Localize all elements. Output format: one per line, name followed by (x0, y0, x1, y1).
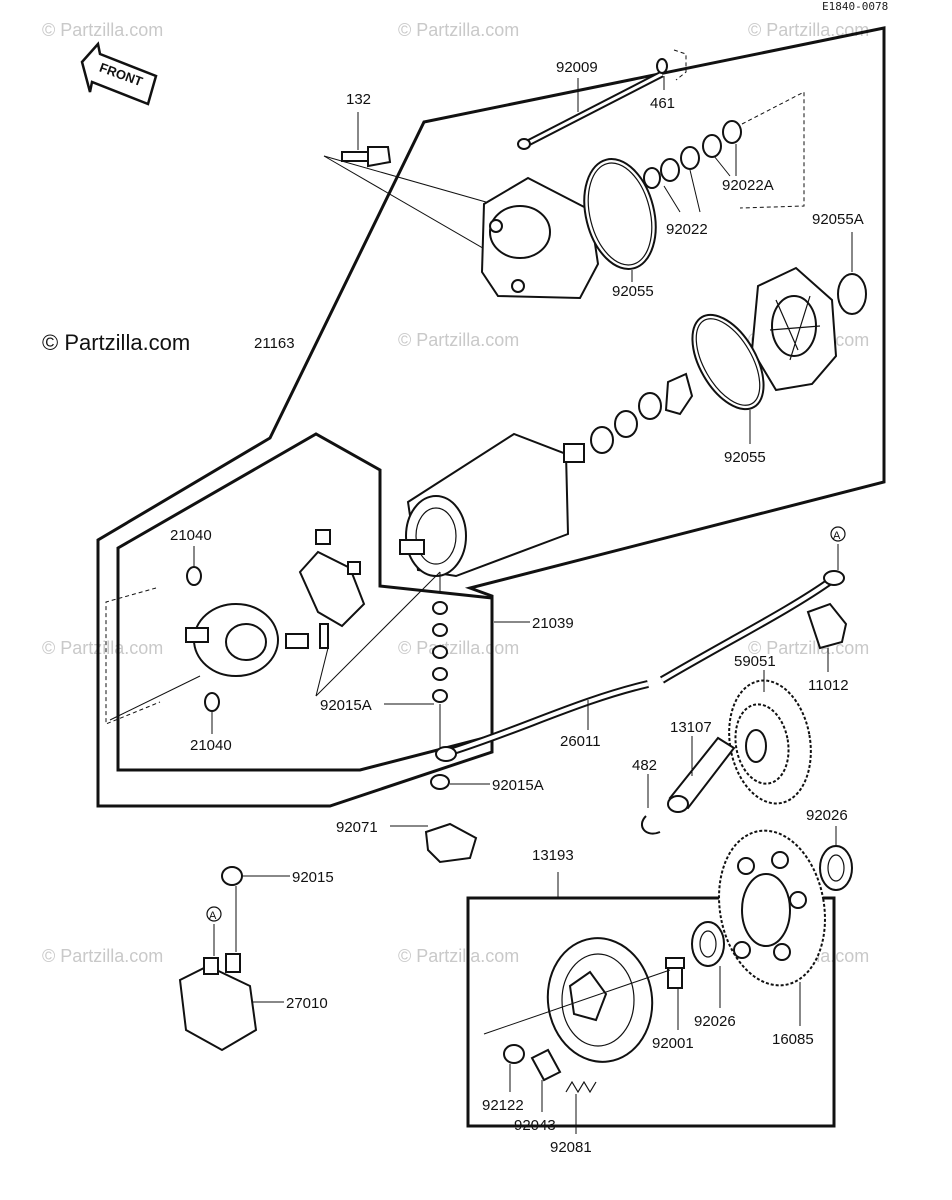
part-label-21163: 21163 (254, 335, 295, 352)
front-cover (750, 266, 838, 392)
part-label-461: 461 (650, 95, 675, 112)
starter-relay-27010 (178, 953, 258, 1052)
pin-92043 (530, 1048, 562, 1082)
part-label-13193: 13193 (532, 847, 574, 864)
washer-stack (432, 601, 448, 703)
part-label-92001: 92001 (652, 1035, 694, 1052)
watermark-text: © Partzilla.com (42, 638, 163, 658)
rear-cover (480, 176, 600, 300)
watermark-text: © Partzilla.com (398, 20, 519, 40)
watermark-text: © Partzilla.com (398, 330, 519, 350)
outline-21039 (116, 432, 494, 772)
spring-92081 (565, 1080, 597, 1094)
part-label-92055A: 92055A (812, 211, 864, 228)
part-label-132: 132 (346, 91, 371, 108)
starter-motor-body (399, 432, 585, 578)
part-label-59051: 59051 (734, 653, 776, 670)
part-label-92026: 92026 (694, 1013, 736, 1030)
part-label-92055: 92055 (724, 449, 766, 466)
washers-92022 (643, 120, 742, 189)
brush-holder (185, 603, 309, 677)
part-label-92026: 92026 (806, 807, 848, 824)
part-label-11012: 11012 (808, 677, 849, 694)
part-label-92081: 92081 (550, 1139, 592, 1156)
part-label-92022: 92022 (666, 221, 708, 238)
clip-461 (656, 58, 668, 74)
part-label-27010: 27010 (286, 995, 328, 1012)
shaft-13107 (667, 736, 736, 813)
terminal-cap-11012 (806, 602, 848, 650)
bolt-92001 (665, 957, 685, 989)
part-labels: 132 92009 461 92022A 92022 92055A 92055 … (170, 59, 864, 1156)
washer-92026 (819, 845, 853, 891)
outline-13193 (466, 896, 836, 1128)
o-ring-92055A (837, 273, 867, 315)
terminal-boot-92071 (424, 822, 478, 864)
nut-92015A (430, 774, 450, 790)
long-bolt-92009 (517, 70, 664, 150)
part-label-21040: 21040 (190, 737, 232, 754)
front-arrow-icon: FRONT (80, 41, 158, 106)
watermark-text: © Partzilla.com (42, 946, 163, 966)
part-label-92009: 92009 (556, 59, 598, 76)
brush-plate (298, 529, 366, 649)
diagram-code: E1840-0078 (822, 0, 888, 13)
o-ring-92055 (583, 158, 657, 270)
watermark-text: © Partzilla.com (398, 638, 519, 658)
part-label-92015A: 92015A (320, 697, 372, 714)
o-ring-92055-mid (691, 313, 765, 411)
connector-marker: A (833, 530, 841, 542)
watermark-text: © Partzilla.com (748, 20, 869, 40)
part-label-92071: 92071 (336, 819, 378, 836)
watermark-text: © Partzilla.com (42, 20, 163, 40)
watermark-text: © Partzilla.com (398, 946, 519, 966)
part-label-92122: 92122 (482, 1097, 524, 1114)
spring-21040-top (186, 566, 202, 586)
part-label-21039: 21039 (532, 615, 574, 632)
part-label-21040: 21040 (170, 527, 212, 544)
part-label-482: 482 (632, 757, 657, 774)
gear-16085 (718, 829, 826, 987)
outline-21163 (96, 26, 886, 808)
connector-marker: A (209, 910, 217, 922)
one-way-clutch-13193 (546, 937, 654, 1063)
part-label-92015A: 92015A (492, 777, 544, 794)
roller-92122 (503, 1044, 525, 1064)
spring-21040-bottom (204, 692, 220, 712)
clip-482 (641, 815, 661, 835)
part-label-92022A: 92022A (722, 177, 774, 194)
part-label-92015: 92015 (292, 869, 334, 886)
part-label-13107: 13107 (670, 719, 712, 736)
bolt-132 (341, 146, 392, 168)
copyright-label: © Partzilla.com (42, 330, 190, 355)
part-label-92043: 92043 (514, 1117, 556, 1134)
part-label-26011: 26011 (560, 733, 601, 750)
gear-59051 (728, 679, 812, 805)
part-label-16085: 16085 (772, 1031, 814, 1048)
nut-92015 (221, 866, 243, 886)
washers-armature (590, 372, 694, 454)
cable-26011 (435, 570, 845, 762)
part-label-92055: 92055 (612, 283, 654, 300)
washer-92026-lower (691, 921, 725, 967)
